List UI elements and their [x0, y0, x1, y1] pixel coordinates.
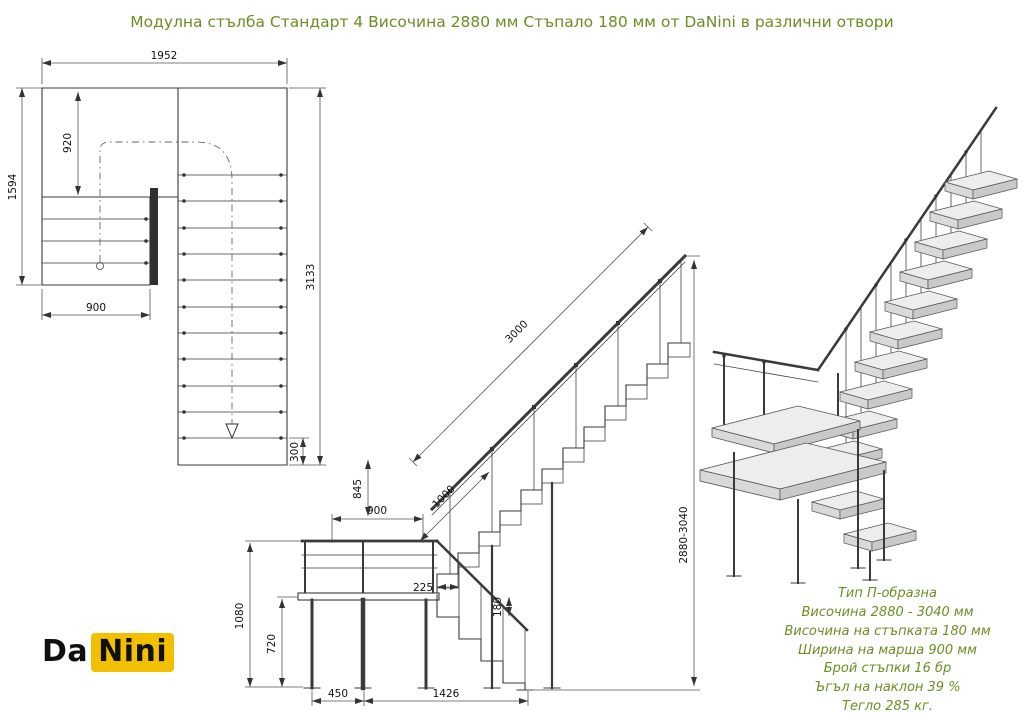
elev-support-posts: [490, 481, 554, 690]
persp-left-handrail-lower: [713, 363, 819, 383]
dim-elev-landing-rail-height: 1080: [234, 603, 246, 630]
elev-landing-mid-rails: [301, 554, 438, 569]
persp-rail-dots: [722, 150, 968, 364]
plan-view: 1952 920 1594 900 3133 300: [7, 50, 326, 466]
spec-line-step-height: Височина на стъпката 180 мм: [784, 623, 991, 639]
elev-landing-platform: [297, 592, 440, 601]
spec-line-weight: Тегло 285 кг.: [842, 699, 933, 715]
plan-extension-lines: [16, 58, 326, 466]
spec-list: Тип П-образна Височина 2880 - 3040 мм Ви…: [755, 585, 1020, 717]
dim-line-1000: [419, 471, 490, 542]
dim-plan-left-length: 1594: [7, 173, 19, 200]
elev-main-steps: [436, 342, 691, 596]
stair-tread-3d: [944, 170, 1018, 200]
dim-plan-tread-depth: 300: [289, 442, 301, 462]
stair-tread-3d: [884, 290, 958, 320]
stair-tread-3d: [839, 380, 913, 410]
plan-walk-line: [99, 141, 233, 424]
spec-line-march-width: Ширина на марша 900 мм: [798, 642, 977, 658]
elev-main-stringer: [436, 342, 691, 610]
dim-plan-landing-depth: 920: [62, 133, 74, 153]
dim-elev-flight-slope: 3000: [503, 318, 530, 345]
persp-post-feet: [726, 559, 892, 584]
elev-main-balusters: [449, 259, 682, 575]
stair-tread-3d: [929, 200, 1003, 230]
stair-tread-3d: [854, 350, 928, 380]
dim-elev-march-width: 900: [367, 505, 387, 517]
elev-lower-balusters: [458, 562, 526, 684]
dim-elev-total-height: 2880-3040: [678, 506, 690, 563]
spec-line-step-count: Брой стъпки 16 бр: [823, 661, 952, 677]
elev-landing-legs: [310, 598, 428, 690]
spec-line-angle: Ъгъл на наклон 39 %: [814, 680, 961, 696]
dim-elev-post-spacing: 450: [328, 688, 348, 700]
stair-tread-3d: [811, 490, 885, 520]
dim-elev-base-run: 1426: [433, 688, 460, 700]
persp-posts: [733, 429, 885, 584]
stair-tread-3d: [914, 230, 988, 260]
logo-text-da: Da: [42, 634, 89, 669]
page-title: Модулна стълба Стандарт 4 Височина 2880 …: [130, 13, 894, 31]
plan-baluster-dots: [144, 173, 283, 440]
plan-direction-arrow: [225, 423, 239, 440]
dim-line-3000: [412, 226, 649, 463]
dim-elev-riser-height: 180: [492, 597, 504, 617]
perspective-view: [699, 106, 1018, 584]
persp-left-handrail: [712, 350, 820, 372]
persp-upper-platform: [711, 405, 861, 454]
elevation-view: 900 845 1000 3000 1080 720 450 1426 225 …: [234, 222, 700, 706]
spec-line-type: Тип П-образна: [837, 586, 938, 601]
logo-text-nini: Nini: [91, 633, 175, 672]
plan-walk-start: [96, 262, 104, 270]
stair-tread-3d: [843, 522, 917, 552]
plan-left-flight-treads: [41, 218, 151, 264]
dim-plan-march-width: 900: [86, 302, 106, 314]
plan-center-pole: [150, 188, 158, 285]
elev-landing-posts: [304, 540, 434, 594]
persp-left-posts: [723, 355, 839, 426]
dim-elev-rail-height: 845: [352, 479, 364, 499]
elev-lower-steps: [436, 594, 526, 691]
dim-elev-tread-run: 225: [413, 582, 433, 594]
dim-plan-flight-length: 3133: [305, 264, 317, 291]
stair-tread-3d: [899, 260, 973, 290]
plan-outline: [41, 87, 288, 466]
persp-lower-platform: [699, 442, 887, 501]
stair-tread-3d: [869, 320, 943, 350]
elev-lower-handrail: [435, 539, 529, 632]
dim-elev-landing-height: 720: [266, 634, 278, 654]
dim-plan-total-width: 1952: [151, 50, 178, 62]
spec-line-height: Височина 2880 - 3040 мм: [801, 604, 974, 620]
plan-right-flight-treads: [177, 174, 288, 439]
